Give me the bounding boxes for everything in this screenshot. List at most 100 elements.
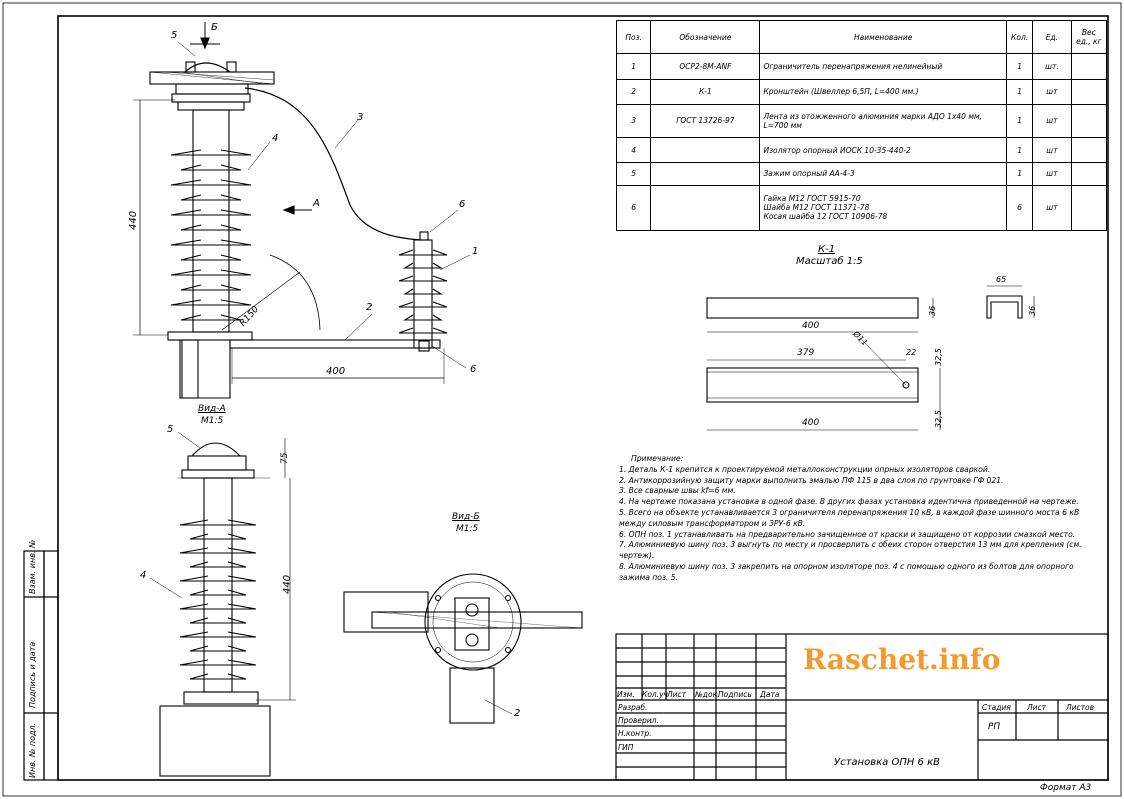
table-row: 5 Зажим опорный АА-4-3 1 шт (615, 162, 1108, 186)
side-stamp-inv: Инв. № подл. (28, 722, 37, 778)
table-row: 2 К-1 Кронштейн (Швеллер 6,5П, L=400 мм.… (615, 78, 1108, 105)
watermark-logo: Raschet.info (803, 643, 1001, 676)
row6-name: Гайка М12 ГОСТ 5915-70 Шайба М12 ГОСТ 11… (759, 184, 1007, 232)
row2-name: Кронштейн (Швеллер 6,5П, L=400 мм.) (759, 78, 1007, 105)
k1-dim-379: 379 (797, 348, 815, 358)
shed (170, 239, 252, 246)
shed (170, 179, 252, 186)
shed (403, 288, 443, 295)
row5-designation (650, 162, 761, 186)
shed (180, 284, 242, 291)
side-stamp-grid (23, 550, 59, 781)
note-item: 6. ОПН поз. 1 устанавливать на предварит… (619, 529, 1076, 539)
label-6-bottom: 6 (470, 364, 477, 375)
dim-400-main: 400 (326, 366, 346, 377)
row3-weight (1070, 103, 1108, 139)
row6-qty: 6 (1005, 184, 1034, 232)
shed (170, 299, 252, 306)
note-item: 5. Всего на объекте устанавливается 3 ог… (619, 507, 1080, 528)
row3-designation: ГОСТ 13726-97 (650, 103, 761, 139)
row5-pos: 5 (615, 162, 652, 186)
row1-weight (1070, 53, 1108, 80)
tb-header-doc: №док. (695, 690, 720, 699)
row6-name-line1: Гайка М12 ГОСТ 5915-70 (763, 194, 861, 204)
shed (398, 301, 448, 308)
shed (189, 673, 247, 680)
k1-dim-36-side: 36 (928, 305, 937, 316)
row3-pos: 3 (615, 103, 652, 139)
shed (179, 631, 257, 638)
row4-qty: 1 (1005, 137, 1034, 164)
spec-col-name: Наименование (759, 19, 1007, 55)
shed (398, 275, 448, 282)
label-2-main: 2 (366, 302, 373, 313)
label-1-main: 1 (472, 246, 479, 257)
shed (179, 519, 257, 526)
arrester-sheds (398, 249, 448, 334)
row6-unit: шт (1032, 184, 1072, 232)
label-2-b: 2 (514, 708, 521, 719)
specification-table: Поз. Обозначение Наименование Кол. Ед. В… (615, 19, 1108, 232)
k1-scale: Масштаб 1:5 (796, 256, 863, 267)
main-view-insulator (133, 22, 471, 399)
notes-block: Примечание: 1. Деталь К-1 крепится к про… (619, 454, 1097, 584)
k1-dim-400-top: 400 (802, 321, 820, 331)
tb-format: Формат А3 (1040, 783, 1092, 793)
label-4-main: 4 (272, 133, 279, 144)
row4-pos: 4 (615, 137, 652, 164)
label-3-main: 3 (357, 112, 364, 123)
row1-designation: OCP2-8M-ANF (650, 53, 761, 80)
arrow-a-label: А (313, 198, 320, 209)
view-a-scale: М1:5 (201, 416, 224, 426)
row6-pos: 6 (615, 184, 652, 232)
shed (179, 659, 257, 666)
shed (170, 269, 252, 276)
row1-pos: 1 (615, 53, 652, 80)
tb-header-list: Лист (667, 690, 687, 699)
shed (398, 327, 448, 334)
row4-weight (1070, 137, 1108, 164)
tb-stage-value: РП (988, 722, 1001, 732)
table-row: 6 Гайка М12 ГОСТ 5915-70 Шайба М12 ГОСТ … (615, 184, 1108, 232)
k1-detail (706, 285, 1035, 431)
row6-name-line2: Шайба М12 ГОСТ 11371-78 (763, 203, 870, 213)
tb-drawing-title: Установка ОПН 6 кВ (834, 757, 940, 768)
view-a-insulator (149, 431, 296, 777)
note-item: 1. Деталь К-1 крепится к проектируемой м… (619, 464, 991, 474)
table-row: 4 Изолятор опорный ИОСК 10-35-440-2 1 шт (615, 137, 1108, 164)
shed (180, 194, 242, 201)
k1-dim-65: 65 (996, 275, 1007, 284)
row1-name: Ограничитель перенапряжения нелинейный (759, 53, 1007, 80)
k1-title: К-1 (818, 244, 836, 255)
insulator-sheds (170, 149, 252, 321)
row2-unit: шт (1032, 78, 1072, 105)
spec-col-unit: Ед. (1032, 19, 1072, 55)
row5-qty: 1 (1005, 162, 1034, 186)
tb-header-izm: Изм. (617, 690, 635, 699)
dim-75-a: 75 (280, 452, 290, 464)
k1-dim-36-section: 36 (1028, 305, 1037, 316)
spec-col-weight-1: Вес (1081, 28, 1096, 38)
note-item: 3. Все сварные швы kf=6 мм. (619, 486, 736, 496)
shed (179, 603, 257, 610)
tb-stage-label: Стадия (982, 703, 1011, 712)
shed (189, 617, 247, 624)
shed (403, 262, 443, 269)
shed (398, 249, 448, 256)
shed (180, 164, 242, 171)
k1-dim-22: 22 (906, 348, 917, 357)
row5-weight (1070, 162, 1108, 186)
tb-sheets-label: Листов (1066, 703, 1095, 712)
shed (179, 547, 257, 554)
row6-name-line3: Косая шайба 12 ГОСТ 10906-78 (763, 212, 888, 222)
row3-qty: 1 (1005, 103, 1034, 139)
side-stamp-vzam: Взам. инв. № (28, 539, 37, 594)
k1-dim-32-5-top: 32,5 (934, 348, 943, 366)
spec-col-weight-2: ед., кг (1076, 37, 1102, 47)
tb-role-check: Проверил. (618, 716, 659, 725)
tb-sheet-label: Лист (1027, 703, 1047, 712)
k1-dim-32-5-bottom: 32,5 (934, 410, 943, 428)
row4-unit: шт (1032, 137, 1072, 164)
